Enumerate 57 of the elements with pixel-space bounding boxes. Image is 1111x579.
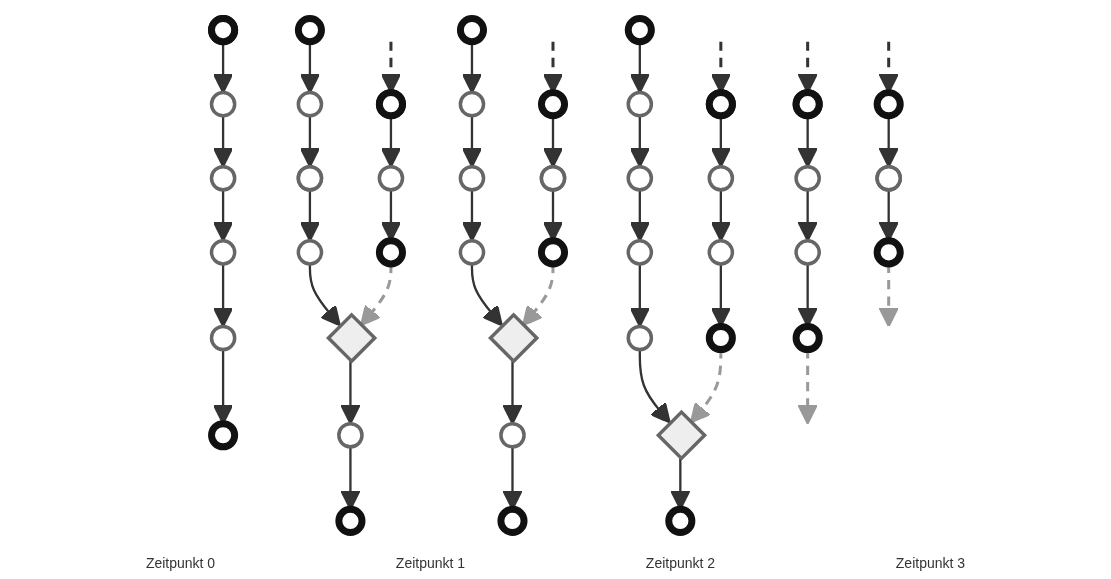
arrow: [299, 189, 320, 242]
time-caption: Zeitpunkt 1: [395, 555, 466, 571]
node-circle: [207, 420, 238, 451]
arrow: [299, 115, 320, 168]
arrow: [339, 361, 361, 425]
node-circle: [458, 90, 485, 118]
node-circle: [498, 421, 526, 449]
time-caption: Zeitpunkt 2: [645, 555, 716, 571]
node-circle: [626, 324, 653, 352]
node-circle: [296, 239, 323, 266]
node-circle: [458, 164, 485, 192]
node-circle: [375, 237, 406, 268]
arrow: [212, 189, 233, 242]
arrow: [501, 361, 523, 425]
arrow: [308, 263, 341, 327]
node-circle: [456, 15, 487, 46]
node-circle: [707, 164, 734, 192]
node-circle: [294, 15, 325, 46]
node-circle: [537, 237, 568, 268]
node-circle: [626, 90, 653, 118]
node-circle: [707, 239, 734, 266]
node-circle: [873, 89, 904, 120]
node-circle: [873, 237, 904, 268]
node-circle: [626, 239, 653, 266]
node-circle: [792, 322, 823, 354]
time-caption: Zeitpunkt 3: [895, 555, 966, 571]
node-circle: [537, 89, 568, 120]
node-circle: [336, 421, 364, 449]
node-circle: [497, 505, 528, 536]
node-circle: [296, 90, 323, 118]
node-circle: [209, 239, 236, 266]
node-circle: [664, 505, 695, 536]
arrow: [629, 115, 650, 168]
arrow: [461, 189, 482, 242]
node-circle: [624, 15, 655, 46]
node-circle: [209, 164, 236, 192]
node-diamond: [487, 312, 539, 364]
arrow: [212, 115, 233, 168]
arrow: [710, 189, 731, 242]
arrow: [461, 115, 482, 168]
node-circle: [793, 239, 821, 266]
time-caption: Zeitpunkt 0: [145, 555, 216, 571]
node-circle: [335, 505, 366, 536]
arrow: [629, 189, 650, 242]
node-circle: [209, 324, 236, 352]
arrow: [638, 349, 671, 424]
node-circle: [705, 322, 736, 354]
arrow: [797, 189, 818, 242]
node-circle: [209, 90, 236, 118]
node-circle: [626, 164, 653, 192]
node-diamond: [655, 409, 707, 461]
node-circle: [458, 239, 485, 266]
node-circle: [793, 164, 821, 192]
node-circle: [377, 164, 404, 192]
arrow: [212, 263, 233, 328]
arrow: [470, 263, 503, 327]
node-diamond: [325, 312, 377, 364]
